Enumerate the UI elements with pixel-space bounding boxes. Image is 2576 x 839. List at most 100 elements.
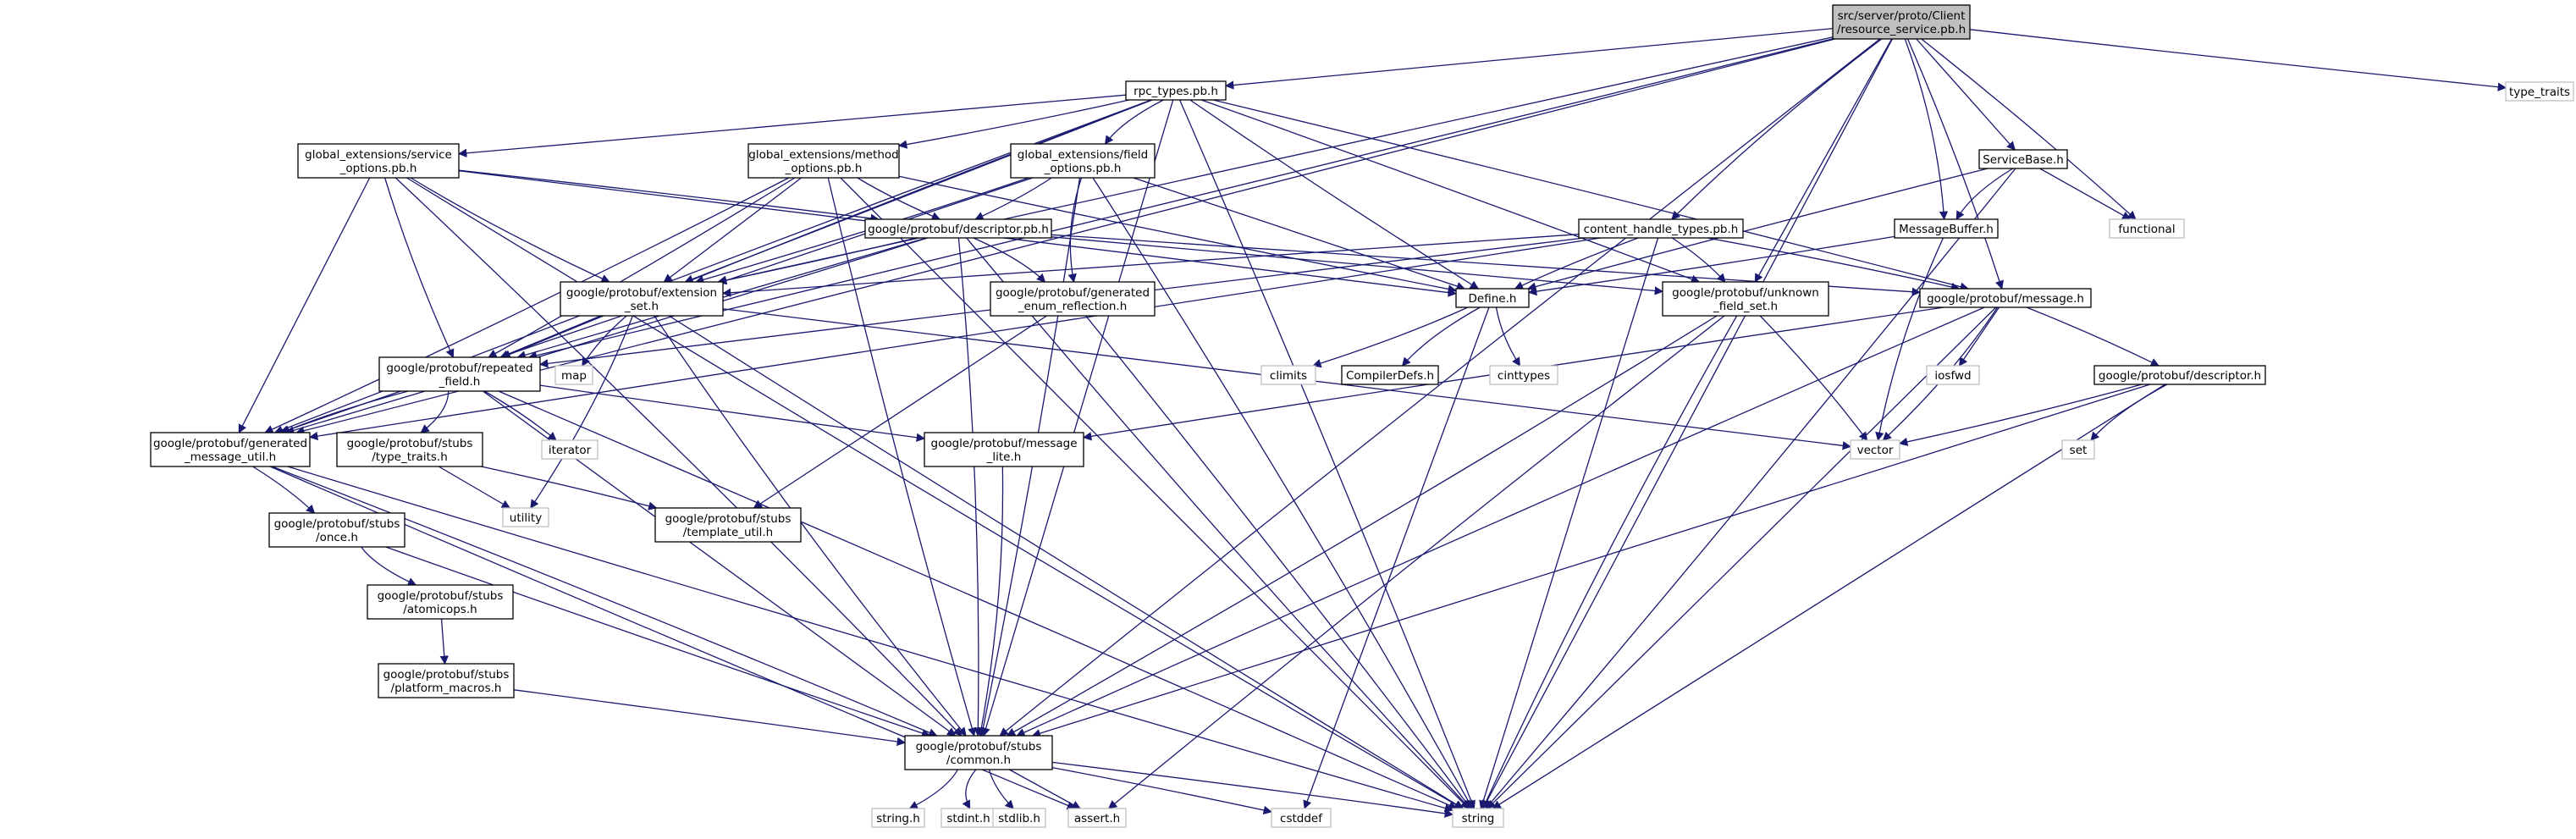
node-messagebuffer-box	[1894, 218, 1999, 239]
edge-common-to-stdlib_h	[988, 769, 1014, 809]
node-atomicops[interactable]: google/protobuf/stubs/atomicops.h	[367, 584, 514, 620]
node-extension_set[interactable]: google/protobuf/extension_set.h	[560, 281, 724, 317]
node-utility-label-0: utility	[510, 511, 542, 525]
edge-gext_service-to-descriptor_pb	[458, 169, 880, 224]
node-template_util[interactable]: google/protobuf/stubs/template_util.h	[654, 507, 802, 543]
edge-gext_method-to-gen_msg_util	[264, 177, 790, 433]
edge-common-to-string_h	[908, 769, 958, 809]
edge-rpc_types-to-unknown_field	[1200, 99, 1701, 284]
node-gext_service[interactable]: global_extensions/service_options.pb.h	[297, 143, 460, 179]
edge-atomicops-to-platform_macros	[439, 618, 449, 665]
node-climits-box	[1260, 365, 1316, 385]
node-template_util-label-1: /template_util.h	[683, 526, 773, 539]
node-stdint_h: stdint.h	[940, 808, 996, 828]
node-repeated_field[interactable]: google/protobuf/repeated_field.h	[378, 356, 541, 392]
node-gen_msg_util-box	[150, 432, 311, 467]
node-cstddef-label-0: cstddef	[1280, 812, 1323, 825]
node-rpc_types[interactable]: rpc_types.pb.h	[1125, 80, 1227, 101]
node-platform_macros-label-0: google/protobuf/stubs	[383, 668, 510, 682]
edge-rpc_types-to-message	[1212, 99, 1970, 291]
node-string_h-box	[871, 808, 925, 828]
edge-message-to-string	[1487, 306, 1997, 809]
node-repeated_field-label-1: _field.h	[439, 375, 481, 389]
edge-unknown_field-to-common	[1006, 315, 1718, 737]
node-stubs_once-box	[268, 512, 405, 548]
node-utility-box	[502, 507, 549, 527]
node-platform_macros-label-1: /platform_macros.h	[391, 682, 502, 695]
node-string_h: string.h	[871, 808, 925, 828]
edge-rpc_types-to-gext_method	[897, 99, 1130, 149]
node-gext_method[interactable]: global_extensions/method_options.pb.h	[747, 143, 900, 179]
node-define[interactable]: Define.h	[1455, 288, 1530, 308]
node-platform_macros-box	[378, 663, 515, 698]
edge-content_handle-to-message	[1707, 237, 1961, 292]
edge-gen_msg_util-to-string	[287, 466, 1453, 813]
node-stdint_h-label-0: stdint.h	[946, 812, 990, 825]
node-cstddef-box	[1271, 808, 1332, 828]
edge-define-to-compilerdefs	[1401, 306, 1481, 367]
node-gext_field[interactable]: global_extensions/field_options.pb.h	[1010, 143, 1156, 179]
node-servicebase[interactable]: ServiceBase.h	[1978, 149, 2068, 169]
node-iterator: iterator	[541, 439, 598, 460]
edge-gext_method-to-repeated_field	[488, 177, 796, 358]
edge-stubs_type_traits-to-template_util	[481, 466, 658, 511]
node-gen_msg_util[interactable]: google/protobuf/generated_message_util.h	[150, 432, 311, 467]
node-set-box	[2061, 439, 2095, 460]
edge-repeated_field-to-string	[498, 390, 1458, 809]
node-stubs_type_traits-label-1: /type_traits.h	[372, 450, 448, 464]
edge-servicebase-to-define	[1527, 168, 1989, 291]
node-gext_service-label-0: global_extensions/service	[305, 148, 452, 162]
edge-gen_enum-to-template_util	[753, 315, 1047, 509]
node-message[interactable]: google/protobuf/message.h	[1919, 288, 2092, 308]
node-content_handle[interactable]: content_handle_types.pb.h	[1578, 218, 1744, 239]
node-platform_macros[interactable]: google/protobuf/stubs/platform_macros.h	[378, 663, 515, 698]
node-iosfwd-label-0: iosfwd	[1934, 369, 1971, 383]
node-stubs_type_traits[interactable]: google/protobuf/stubs/type_traits.h	[336, 432, 483, 467]
edge-define-to-cinttypes	[1495, 306, 1521, 367]
edge-extension_set-to-string	[668, 315, 1465, 809]
node-extension_set-label-0: google/protobuf/extension	[566, 286, 717, 300]
node-gen_enum-box	[990, 281, 1156, 317]
node-stubs_type_traits-label-0: google/protobuf/stubs	[347, 437, 473, 450]
node-assert_h-box	[1067, 808, 1127, 828]
edge-messagebuffer-to-vector	[1875, 237, 1944, 442]
edge-messagebuffer-to-define	[1527, 235, 1895, 296]
edge-message-to-common	[1016, 306, 1985, 737]
edge-gen_msg_util-to-common	[272, 466, 938, 737]
edge-common-to-string	[1051, 761, 1454, 818]
node-gext_field-box	[1010, 143, 1156, 179]
node-atomicops-label-0: google/protobuf/stubs	[378, 589, 504, 603]
edge-stubs_once-to-common	[385, 546, 931, 737]
edge-extension_set-to-map	[582, 315, 627, 367]
edge-repeated_field-to-stubs_type_traits	[420, 390, 450, 433]
node-message_lite[interactable]: google/protobuf/message_lite.h	[924, 432, 1084, 467]
edge-define-to-climits	[1312, 306, 1469, 368]
edge-unknown_field-to-vector	[1759, 315, 1868, 441]
node-string-label-0: string	[1462, 812, 1495, 825]
node-gext_method-label-0: global_extensions/method	[748, 148, 898, 162]
node-stubs_once[interactable]: google/protobuf/stubs/once.h	[268, 512, 405, 548]
edge-servicebase-to-messagebuffer	[1955, 168, 2014, 220]
edge-gext_service-to-gen_msg_util	[238, 177, 371, 433]
node-common-label-1: /common.h	[946, 753, 1011, 767]
edge-stubs_once-to-atomicops	[361, 546, 417, 586]
node-gen_enum[interactable]: google/protobuf/generated_enum_reflectio…	[990, 281, 1156, 317]
node-descriptor_pb[interactable]: google/protobuf/descriptor.pb.h	[864, 218, 1052, 239]
node-descriptor_h[interactable]: google/protobuf/descriptor.h	[2093, 365, 2266, 385]
node-content_handle-box	[1578, 218, 1744, 239]
node-common[interactable]: google/protobuf/stubs/common.h	[904, 735, 1053, 770]
node-unknown_field[interactable]: google/protobuf/unknown_field_set.h	[1662, 281, 1829, 317]
node-root[interactable]: src/server/proto/Client/resource_service…	[1832, 4, 1971, 40]
node-messagebuffer[interactable]: MessageBuffer.h	[1894, 218, 1999, 239]
node-descriptor_h-label-0: google/protobuf/descriptor.h	[2099, 369, 2261, 383]
edge-descriptor_pb-to-extension_set	[717, 237, 917, 285]
edge-descriptor_h-to-set	[2090, 384, 2168, 441]
node-template_util-label-0: google/protobuf/stubs	[665, 512, 792, 526]
node-descriptor_pb-box	[864, 218, 1052, 239]
edge-content_handle-to-define	[1514, 237, 1639, 290]
node-gen_enum-label-0: google/protobuf/generated	[996, 286, 1150, 300]
edge-gext_field-to-descriptor_pb	[974, 177, 1052, 220]
node-compilerdefs[interactable]: CompilerDefs.h	[1341, 365, 1439, 385]
edge-rpc_types-to-gext_service	[457, 94, 1127, 158]
edge-root-to-rpc_types	[1224, 28, 1834, 90]
